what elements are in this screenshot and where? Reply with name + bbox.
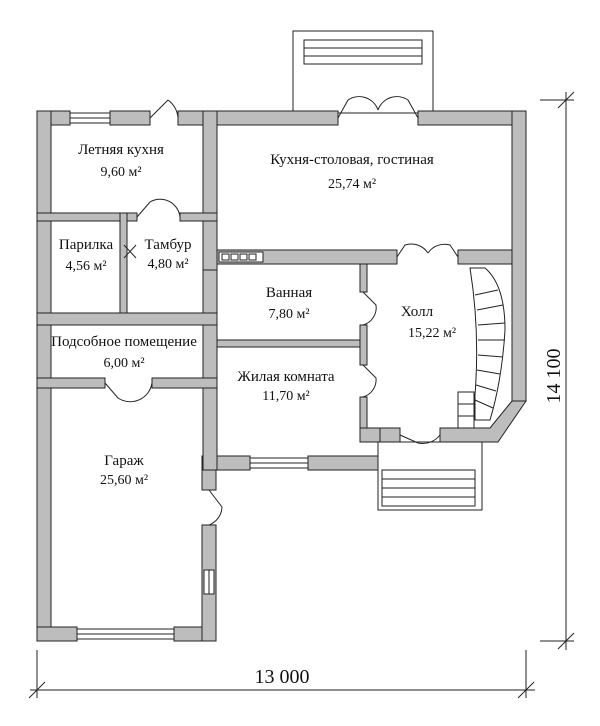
room-name: Подсобное помещение	[51, 334, 197, 350]
doors	[104, 96, 459, 526]
staircase	[457, 267, 506, 429]
room-area: 4,80 м²	[147, 257, 188, 272]
dimension-height: 14 100	[540, 91, 575, 650]
room-kuhnya-stolovaya: Кухня-столовая, гостиная 25,74 м²	[270, 152, 434, 192]
room-area: 25,60 м²	[100, 473, 148, 488]
room-area: 11,70 м²	[262, 389, 310, 404]
room-name: Жилая комната	[237, 369, 335, 385]
room-area: 15,22 м²	[408, 326, 456, 341]
room-parilka: Парилка 4,56 м²	[59, 237, 114, 274]
room-garazh: Гараж 25,60 м²	[100, 453, 148, 488]
room-name: Ванная	[266, 285, 312, 301]
room-name: Летняя кухня	[78, 142, 164, 158]
room-area: 25,74 м²	[328, 177, 376, 192]
room-area: 6,00 м²	[103, 356, 144, 371]
room-vannaya: Ванная 7,80 м²	[266, 285, 312, 322]
room-name: Тамбур	[145, 237, 192, 253]
ventilation-ducts	[218, 251, 264, 263]
room-letnyaya-kuhnya: Летняя кухня 9,60 м²	[78, 142, 164, 180]
room-name: Кухня-столовая, гостиная	[270, 152, 434, 168]
room-tambur: Тамбур 4,80 м²	[145, 237, 192, 272]
room-area: 9,60 м²	[100, 165, 141, 180]
room-area: 7,80 м²	[268, 307, 309, 322]
dimension-width: 13 000	[28, 650, 535, 699]
room-name: Гараж	[104, 453, 144, 469]
room-podsobnoe: Подсобное помещение 6,00 м²	[51, 334, 197, 371]
room-area: 4,56 м²	[65, 259, 106, 274]
room-holl: Холл 15,22 м²	[401, 304, 456, 341]
room-name: Холл	[401, 304, 434, 320]
room-zhilaya: Жилая комната 11,70 м²	[237, 369, 335, 404]
width-dimension-label: 13 000	[255, 666, 310, 688]
height-dimension-label: 14 100	[543, 349, 565, 404]
windows	[69, 112, 309, 640]
terrace	[292, 30, 434, 114]
room-name: Парилка	[59, 237, 114, 253]
entrance-porch	[377, 441, 483, 511]
